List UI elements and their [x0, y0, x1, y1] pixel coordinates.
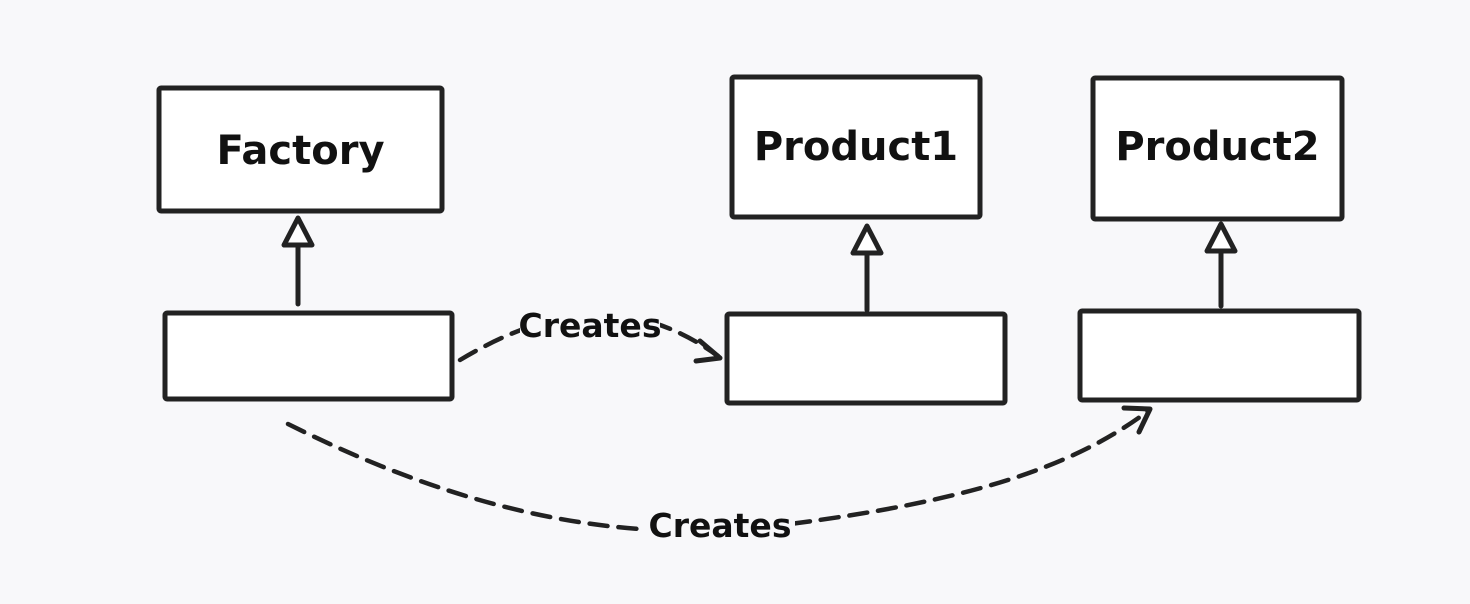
product2-node[interactable]: Product2	[1090, 75, 1345, 222]
hollow-triangle-icon	[850, 223, 884, 256]
factory-box	[156, 85, 445, 214]
creates-product2-label-bg	[645, 502, 795, 548]
concrete-product1-node[interactable]	[724, 311, 1008, 406]
product1-label: Product1	[754, 124, 958, 170]
concrete-product1-box	[724, 311, 1008, 406]
arrowhead-icon	[693, 338, 723, 364]
hollow-triangle-icon	[1204, 221, 1238, 254]
concrete-product2-node[interactable]	[1077, 308, 1362, 403]
factory-label: Factory	[216, 128, 384, 174]
inherits-product2-arrow	[1204, 221, 1238, 309]
product1-node[interactable]: Product1	[729, 74, 983, 220]
concrete-factory-node[interactable]	[162, 310, 455, 402]
inherits-product1-arrow	[850, 223, 884, 313]
product2-label: Product2	[1115, 124, 1319, 170]
concrete-factory-box	[162, 310, 455, 402]
arrowhead-icon	[1121, 405, 1153, 435]
creates-product1-edge: Creates	[457, 302, 723, 364]
factory-node[interactable]: Factory	[156, 85, 445, 214]
creates-product2-label: Creates	[649, 506, 792, 545]
product2-box	[1090, 75, 1345, 222]
inherits-factory-arrow	[281, 215, 315, 307]
creates-product1-label: Creates	[519, 306, 662, 345]
creates-product2-edge: Creates	[285, 405, 1153, 548]
product1-box	[729, 74, 983, 220]
hollow-triangle-icon	[281, 215, 315, 248]
concrete-product2-box	[1077, 308, 1362, 403]
creates-product1-label-bg	[520, 302, 660, 346]
